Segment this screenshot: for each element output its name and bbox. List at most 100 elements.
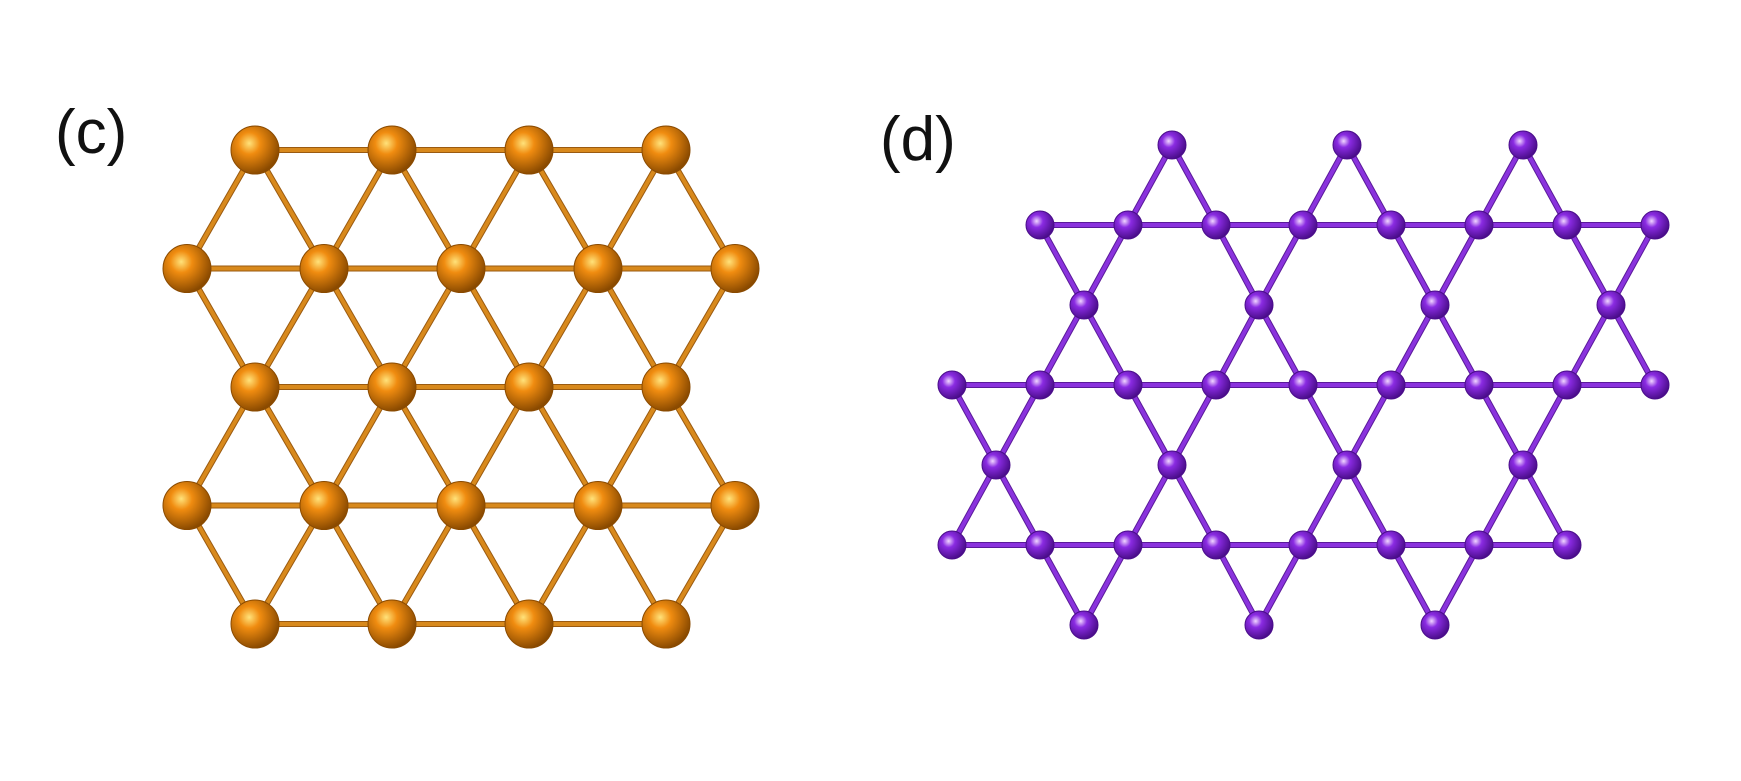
panel-c-atom: [230, 362, 280, 412]
panel-c-atoms: [162, 125, 760, 649]
panel-d-atom: [1113, 530, 1143, 560]
panel-d-atom: [1069, 290, 1099, 320]
panel-d-bond: [1169, 462, 1219, 548]
panel-d-bond: [1344, 462, 1394, 548]
panel-c-atom: [573, 244, 623, 293]
panel-d-atom: [1376, 370, 1406, 400]
panel-d-bond: [1125, 142, 1175, 228]
panel-d-bond: [1081, 302, 1131, 388]
panel-d-atom: [1508, 130, 1538, 160]
panel-d-atom: [937, 530, 967, 560]
panel-d-bond: [1608, 222, 1658, 308]
panel-d-atom: [1420, 290, 1450, 320]
panel-d-bond: [1300, 382, 1350, 468]
panel-c-atom: [504, 599, 554, 649]
panel-d-label: (d): [880, 105, 956, 174]
panel-d-bond: [949, 382, 999, 468]
panel-d-bond: [1344, 142, 1394, 228]
panel-d-atom: [1464, 370, 1494, 400]
panel-d-bond: [1300, 462, 1350, 548]
panel-c-label: (c): [55, 98, 127, 167]
panel-d-bond: [1213, 222, 1262, 308]
panel-d-kagome-lattice: (d): [880, 105, 1670, 640]
panel-d-bond: [1125, 462, 1175, 548]
panel-d-atom: [1244, 290, 1274, 320]
panel-c-atom: [641, 125, 691, 175]
panel-c-atom: [367, 362, 417, 412]
panel-d-bond: [1388, 542, 1438, 628]
panel-d-atom: [1157, 450, 1187, 480]
panel-c-atom: [230, 599, 280, 649]
panel-d-bond: [1476, 142, 1526, 228]
panel-d-bond: [1388, 222, 1438, 308]
panel-d-bond: [1169, 382, 1219, 468]
panel-d-bond: [1125, 382, 1175, 468]
panel-c-atom: [573, 481, 623, 530]
panel-c-atom: [162, 481, 212, 530]
panel-d-atom: [1025, 210, 1055, 240]
panel-c-atom: [436, 481, 486, 530]
panel-d-atom: [1552, 210, 1582, 240]
panel-d-atom: [1157, 130, 1187, 160]
panel-d-bond: [1432, 542, 1482, 628]
panel-d-bond: [993, 382, 1043, 468]
panel-d-atom: [1640, 370, 1670, 400]
panel-d-bond: [1520, 382, 1570, 468]
panel-d-atom: [1201, 210, 1231, 240]
panel-d-atom: [1025, 370, 1055, 400]
panel-d-atom: [937, 370, 967, 400]
panel-d-bond: [1037, 302, 1087, 388]
panel-c-atom: [710, 481, 760, 530]
panel-d-atom: [1201, 530, 1231, 560]
panel-d-bond: [1520, 142, 1570, 228]
panel-c-triangular-lattice: (c): [55, 98, 760, 649]
panel-d-atom: [1640, 210, 1670, 240]
panel-d-bond: [1213, 302, 1262, 388]
panel-d-atom: [1420, 610, 1450, 640]
panel-d-atom: [1069, 610, 1099, 640]
panel-d-bond: [1564, 302, 1614, 388]
panel-c-atom: [367, 125, 417, 175]
panel-d-bond: [1213, 542, 1262, 628]
panel-d-bond: [1564, 222, 1614, 308]
panel-d-bond: [1344, 382, 1394, 468]
panel-c-atom: [641, 362, 691, 412]
panel-d-atom: [1332, 450, 1362, 480]
panel-d-bond: [1256, 222, 1306, 308]
panel-c-atom: [299, 481, 349, 530]
panel-c-atom: [299, 244, 349, 293]
panel-d-atom: [1552, 370, 1582, 400]
panel-d-bond: [1081, 222, 1131, 308]
panel-c-atom: [367, 599, 417, 649]
panel-d-bond: [1256, 542, 1306, 628]
panel-d-bond: [1037, 222, 1087, 308]
panel-d-atom: [1288, 530, 1318, 560]
panel-d-bond: [1476, 382, 1526, 468]
panel-d-bond: [1520, 462, 1570, 548]
panel-d-atom: [1288, 210, 1318, 240]
panel-c-atom: [710, 244, 760, 293]
panel-c-atom: [641, 599, 691, 649]
panel-c-atom: [504, 362, 554, 412]
panel-d-bond: [1300, 142, 1350, 228]
panel-d-atom: [1025, 530, 1055, 560]
panel-d-atom: [1332, 130, 1362, 160]
panel-c-atom: [230, 125, 280, 175]
panel-d-bond: [1476, 462, 1526, 548]
panel-d-bond: [1081, 542, 1131, 628]
panel-d-atom: [1376, 210, 1406, 240]
panel-d-bond: [1388, 302, 1438, 388]
panel-d-atom: [1464, 530, 1494, 560]
panel-d-bond: [1169, 142, 1219, 228]
panel-d-atom: [1508, 450, 1538, 480]
panel-d-atom: [981, 450, 1011, 480]
panel-d-atom: [1201, 370, 1231, 400]
panel-d-atom: [1552, 530, 1582, 560]
panel-d-bonds: [949, 142, 1658, 628]
panel-d-bond: [1608, 302, 1658, 388]
panel-d-bond: [1037, 542, 1087, 628]
panel-d-atom: [1113, 210, 1143, 240]
panel-d-bond: [1432, 302, 1482, 388]
panel-d-atom: [1376, 530, 1406, 560]
panel-c-atom: [162, 244, 212, 293]
